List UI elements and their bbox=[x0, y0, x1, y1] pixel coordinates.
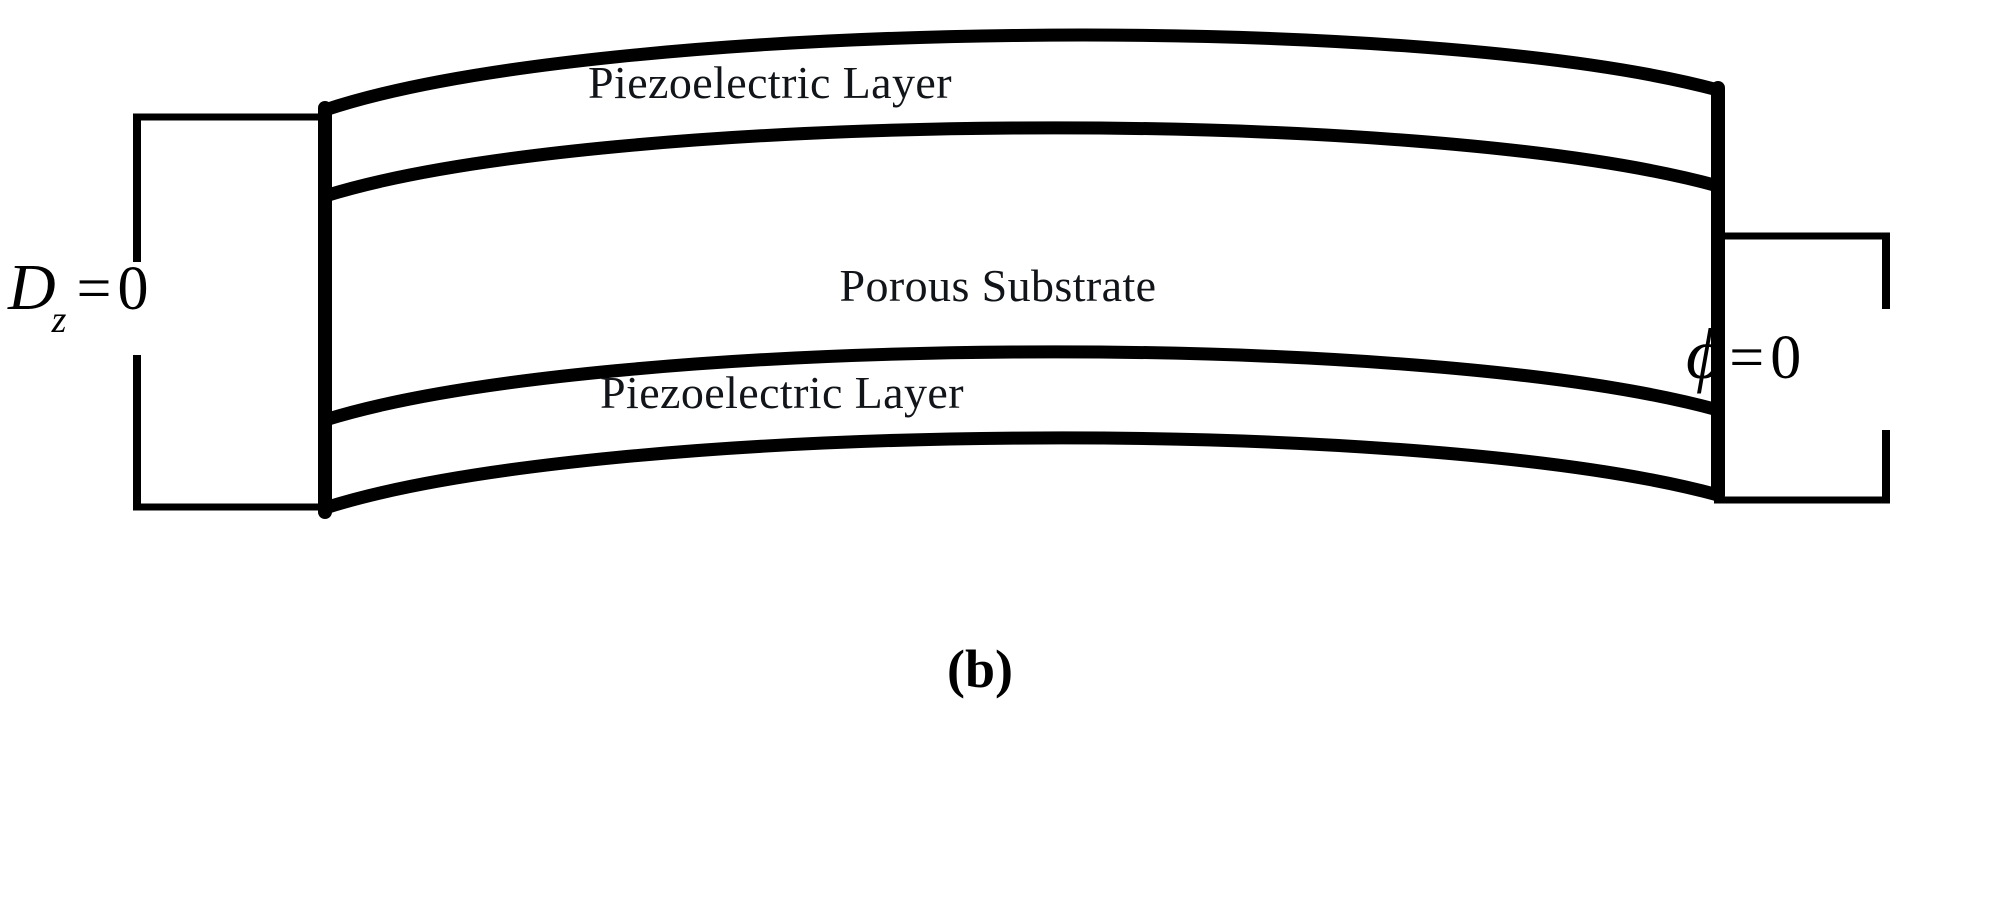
bc-left-operator: = bbox=[76, 255, 112, 323]
bc-left-symbol: D bbox=[8, 251, 56, 324]
beam-curve-lower-interface bbox=[318, 345, 1725, 427]
layer-label-bottom-piezoelectric: Piezoelectric Layer bbox=[600, 367, 964, 418]
right-bracket bbox=[1714, 232, 1890, 504]
boundary-condition-left-label: Dz=0 bbox=[8, 255, 149, 340]
beam-body bbox=[318, 28, 1725, 519]
beam-curve-bottom-outer bbox=[318, 431, 1725, 515]
beam-curve-upper-interface bbox=[318, 121, 1725, 203]
beam-curve-top-outer bbox=[318, 28, 1725, 117]
bc-right-symbol: ϕ bbox=[1686, 314, 1724, 394]
left-bracket bbox=[133, 113, 328, 511]
bc-right-operator: = bbox=[1729, 324, 1765, 392]
bc-left-subscript: z bbox=[51, 299, 67, 342]
figure-caption: (b) bbox=[947, 639, 1013, 699]
boundary-condition-right-label: ϕ=0 bbox=[1686, 318, 1801, 390]
bc-left-value: 0 bbox=[117, 255, 149, 323]
layer-label-porous-substrate: Porous Substrate bbox=[839, 260, 1157, 311]
layer-label-top-piezoelectric: Piezoelectric Layer bbox=[588, 57, 952, 108]
bc-right-value: 0 bbox=[1770, 324, 1802, 392]
